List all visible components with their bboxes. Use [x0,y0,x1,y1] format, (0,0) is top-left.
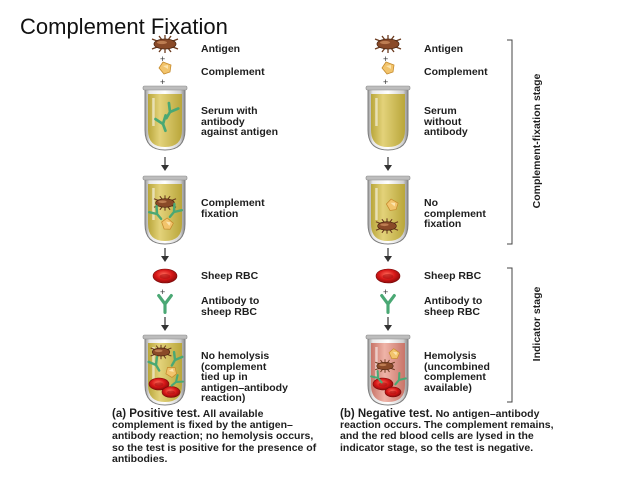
antibody-icon [394,371,407,386]
test-tube [365,85,411,151]
antibody-icon [370,369,383,384]
plus-sign: + [383,77,389,87]
red-blood-cell-icon [384,386,402,398]
slide-title: Complement Fixation [20,14,228,39]
antibody-icon [157,294,173,314]
fixation-stage-label: Complement-fixation stage [531,73,543,209]
test-tube [142,175,188,245]
down-arrow-icon [384,157,392,171]
complement-icon [161,217,174,230]
down-arrow-icon [384,317,392,331]
complement-icon [385,198,399,211]
down-arrow-icon [384,248,392,262]
indicator-stage-label: Indicator stage [531,286,543,362]
red-blood-cell-icon [148,377,170,391]
antibody-icon [170,350,184,367]
serum-label-positive: Serum with antibody against antigen [201,105,279,138]
serum-label-negative: Serum without antibody [424,105,468,138]
complement-label-negative: Complement [424,66,488,78]
antigen-icon [151,35,179,53]
complement-label-positive: Complement [201,66,265,78]
antibody-icon [168,202,183,219]
antibody-icon [165,101,180,120]
down-arrow-icon [161,248,169,262]
caption-positive: (a) Positive test. All available complem… [112,408,327,465]
plus-sign: + [160,287,166,297]
antibody-icon [380,294,396,314]
antigen-icon [374,35,402,53]
fixation-label-negative: No complement fixation [424,197,486,230]
antibody-icon [148,204,163,221]
antigen-icon [375,218,399,234]
caption-positive-title: (a) Positive test. [112,408,201,420]
complement-icon [388,348,401,360]
fixation-label-positive: Complement fixation [201,197,265,220]
test-tube [365,175,411,245]
red-blood-cell-icon [372,377,394,391]
caption-negative-body: No antigen–antibody reaction occurs. The… [340,408,554,454]
down-arrow-icon [161,157,169,171]
antigen-icon [150,344,172,360]
antigen-icon [375,359,395,373]
plus-sign: + [383,287,389,297]
caption-negative-title: (b) Negative test. [340,408,433,420]
plus-sign: + [383,54,389,64]
caption-positive-body: All available complement is fixed by the… [112,408,317,465]
caption-negative: (b) Negative test. No antigen–antibody r… [340,408,555,454]
complement-icon [381,61,395,75]
antigen-label-positive: Antigen [201,43,241,55]
antibody-rbc-label-positive: Antibody to sheep RBC [201,295,260,318]
fixation-stage-bracket [507,39,513,245]
antibody-rbc-label-negative: Antibody to sheep RBC [424,295,483,318]
antigen-label-negative: Antigen [424,43,464,55]
red-blood-cell-icon [375,268,401,284]
down-arrow-icon [161,317,169,331]
indicator-stage-bracket [507,267,513,403]
antibody-icon [154,114,167,133]
antibody-icon [170,374,185,387]
red-blood-cell-icon [152,268,178,284]
result-label-negative: Hemolysis (uncombined complement availab… [424,350,490,394]
complement-icon [165,367,177,378]
result-label-positive: No hemolysis (complement tied up in anti… [201,350,288,404]
rbc-label-positive: Sheep RBC [201,270,259,282]
rbc-label-negative: Sheep RBC [424,270,482,282]
plus-sign: + [160,77,166,87]
complement-icon [158,61,172,75]
red-blood-cell-icon [161,386,181,398]
plus-sign: + [160,54,166,64]
antibody-icon [147,355,161,372]
